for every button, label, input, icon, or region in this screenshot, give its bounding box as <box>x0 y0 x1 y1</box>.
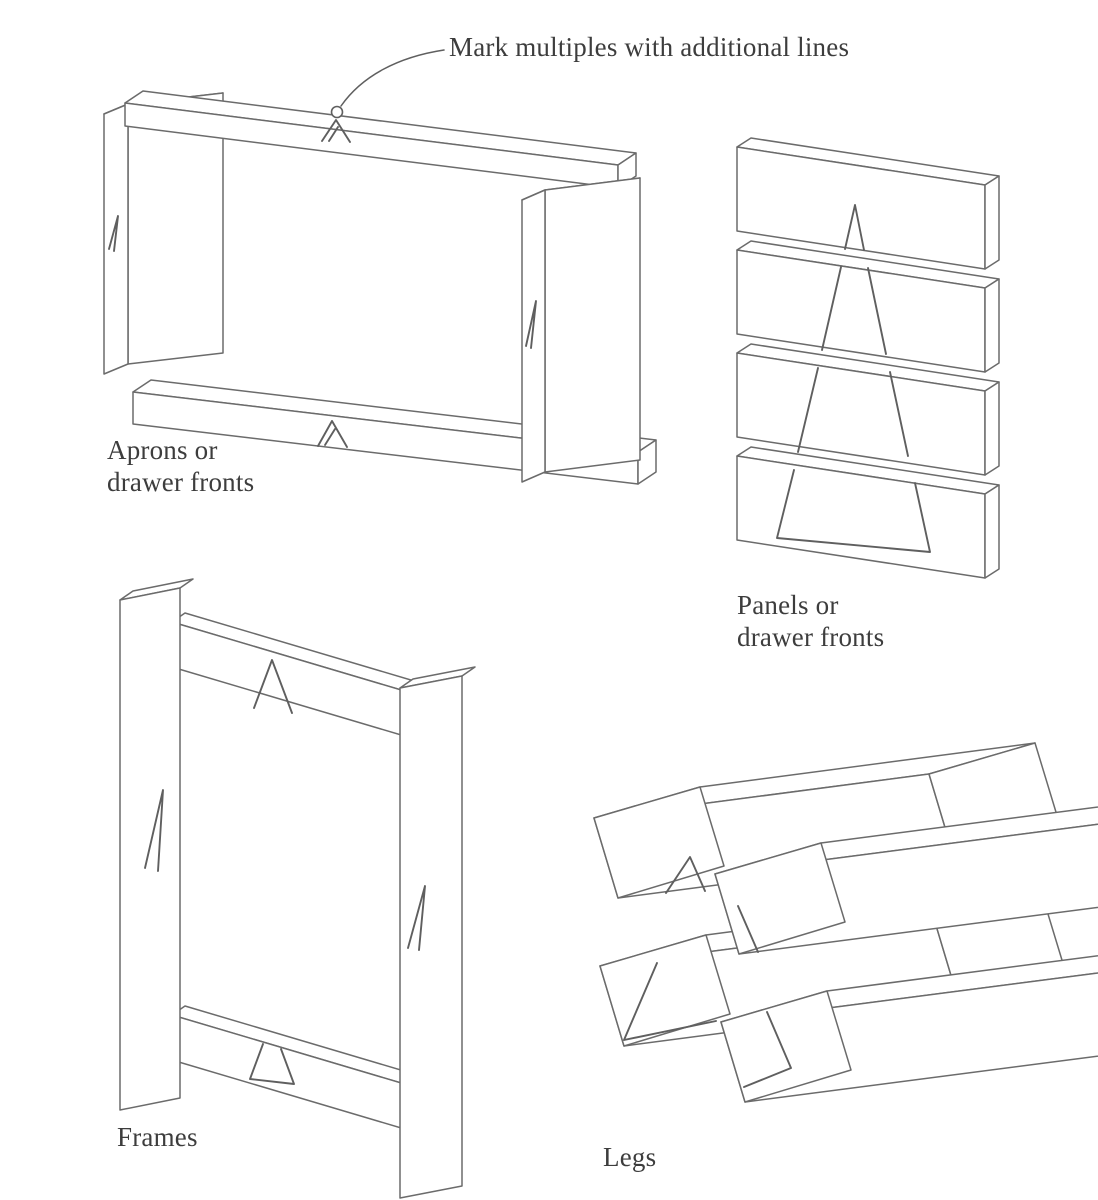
aprons-assembly-drawing <box>103 49 657 485</box>
apron-bottom-board-triangle-mark <box>317 420 348 448</box>
leg-front-bottom-end-face <box>720 990 852 1103</box>
frame-top-rail <box>171 612 422 738</box>
frame-right-stile-front-face <box>399 675 463 1199</box>
annotation-mark-multiples: Mark multiples with additional lines <box>449 32 850 62</box>
frame-left-stile <box>119 578 194 1111</box>
label-panels-or-drawer-fronts: Panels or drawer fronts <box>737 590 885 653</box>
apron-right-board-triangle-mark <box>525 300 537 349</box>
label-frames: Frames <box>117 1122 198 1152</box>
panel-2-end-face <box>984 278 1000 373</box>
panel-board-3 <box>736 343 1000 476</box>
apron-bottom-board-end-face <box>637 439 657 485</box>
legs-bundle-drawing <box>593 742 1098 1103</box>
apron-top-board-triangle-mark <box>321 119 351 143</box>
panel-board-2 <box>736 240 1000 373</box>
label-aprons-or-drawer-fronts: Aprons or drawer fronts <box>107 435 255 498</box>
panel-4-end-face <box>984 484 1000 579</box>
apron-left-board-triangle-mark <box>108 215 119 252</box>
panel-stack-drawing <box>736 137 1000 579</box>
annotation-leader-line <box>340 49 445 107</box>
panel-1-end-face <box>984 175 1000 270</box>
frame-left-stile-triangle-mark <box>144 789 164 872</box>
apron-right-board <box>521 177 641 483</box>
frame-drawing <box>119 578 476 1199</box>
apron-right-board-edge-face <box>521 189 546 483</box>
apron-top-board <box>124 90 637 189</box>
panel-3-end-face <box>984 381 1000 476</box>
label-legs: Legs <box>603 1142 657 1172</box>
frame-right-stile <box>399 666 476 1199</box>
apron-right-board-front-face <box>544 177 641 473</box>
frame-right-stile-triangle-mark <box>407 885 426 951</box>
frame-bottom-rail-triangle-mark <box>249 1043 295 1085</box>
panel-board-4 <box>736 446 1000 579</box>
leg-front-top <box>714 806 1098 955</box>
leg-front-bottom <box>720 955 1098 1103</box>
panel-stack-triangle-mark <box>776 204 931 553</box>
leader-endpoint-circle <box>330 105 344 119</box>
apron-left-board <box>103 92 224 375</box>
frame-top-rail-triangle-mark <box>253 659 293 714</box>
panel-4-front-face <box>736 455 986 579</box>
frame-bottom-rail <box>171 1005 422 1131</box>
leg-back-top-end-face <box>593 786 725 899</box>
panel-board-1 <box>736 137 1000 270</box>
legs-triangle-mark <box>623 856 792 1088</box>
